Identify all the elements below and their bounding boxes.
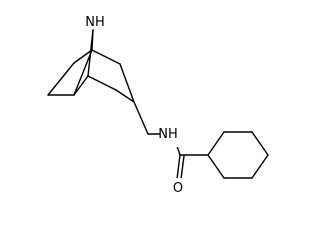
bond xyxy=(91,49,121,65)
structure-svg: NH NH O xyxy=(47,13,269,196)
bond xyxy=(176,154,181,180)
atom-label: O xyxy=(173,181,183,196)
bond xyxy=(119,63,135,103)
atom-nh-bridge: NH xyxy=(84,13,106,30)
bond xyxy=(133,101,149,135)
atom-label: NH xyxy=(158,127,178,142)
bond xyxy=(115,89,135,103)
molecule-diagram: NH NH O xyxy=(47,13,269,196)
bond xyxy=(180,155,185,180)
bond xyxy=(207,131,225,156)
atom-label: NH xyxy=(85,15,105,30)
bond xyxy=(87,29,94,77)
atom-o: O xyxy=(170,178,186,196)
bond xyxy=(73,75,89,96)
bond xyxy=(207,154,225,179)
bond xyxy=(47,62,75,96)
bond xyxy=(251,131,269,156)
bond xyxy=(87,75,117,91)
atom-nh-amide: NH xyxy=(158,125,182,147)
bond xyxy=(251,154,269,179)
bond xyxy=(73,49,93,64)
bond xyxy=(73,49,93,96)
